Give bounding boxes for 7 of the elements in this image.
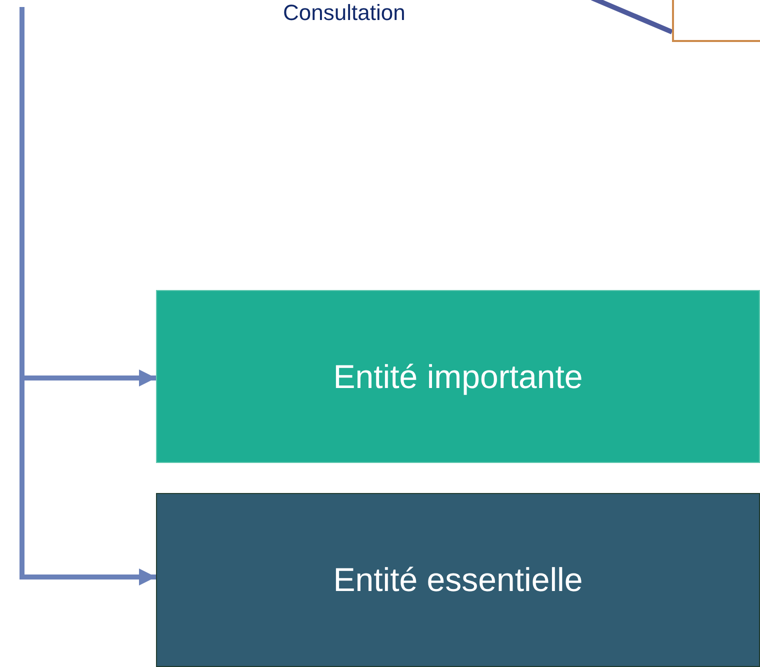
entity-box (156, 290, 760, 463)
label-text: Consultation (283, 0, 406, 26)
entity-box (156, 493, 760, 667)
entity-label: Entité importante (333, 358, 583, 396)
connector-line (591, 0, 673, 34)
empty-box (672, 0, 760, 42)
entity-label: Entité essentielle (333, 561, 583, 599)
